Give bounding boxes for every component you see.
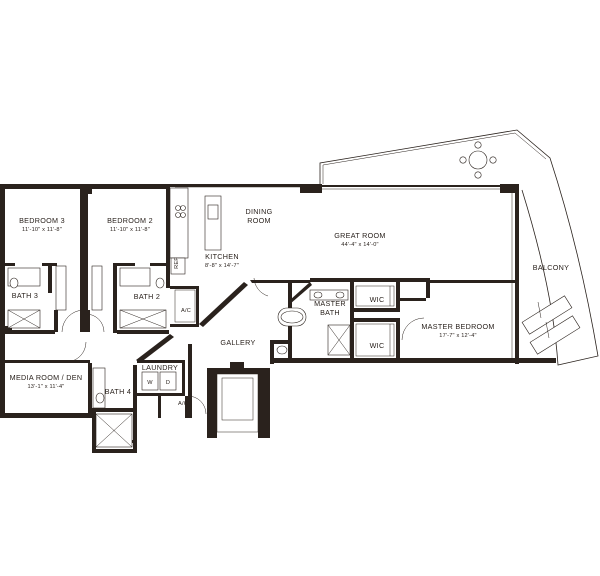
media-room-dims: 13'-1" x 11'-4" — [28, 384, 65, 390]
ac-lower-tag: A/C — [178, 401, 188, 407]
balcony-label: BALCONY — [533, 263, 569, 272]
kitchen-dims: 8'-8" x 14'-7" — [205, 263, 239, 269]
gallery-label: GALLERY — [220, 338, 255, 347]
laundry-label: LAUNDRY — [142, 363, 178, 372]
wic-lower-label: WIC — [370, 341, 385, 350]
media-room-label: MEDIA ROOM / DEN — [10, 373, 83, 382]
great-room-label: GREAT ROOM — [334, 231, 385, 240]
room-labels: BEDROOM 3 11'-10" x 11'-8" BEDROOM 2 11'… — [10, 207, 569, 407]
lounge-chairs — [521, 295, 581, 355]
master-bath-label-line1: MASTER — [314, 299, 346, 308]
bath3-label: BATH 3 — [12, 291, 38, 300]
bedroom3-dims: 11'-10" x 11'-8" — [22, 227, 62, 233]
bedroom2-dims: 11'-10" x 11'-8" — [110, 227, 150, 233]
balcony-area — [319, 129, 599, 366]
interior-walls — [5, 184, 516, 453]
master-bath-label-line2: BATH — [320, 308, 340, 317]
dining-label-line1: DINING — [246, 207, 273, 216]
master-bedroom-dims: 17'-7" x 12'-4" — [439, 333, 476, 339]
ac-kitchen-tag: A/C — [181, 308, 191, 314]
bedroom2-label: BEDROOM 2 — [107, 216, 153, 225]
bath2-label: BATH 2 — [134, 292, 160, 301]
dryer-tag: D — [166, 380, 170, 386]
great-room-dims: 44'-4" x 14'-0" — [341, 242, 378, 248]
bath4-label: BATH 4 — [105, 387, 131, 396]
kitchen-label: KITCHEN — [205, 252, 239, 261]
master-bedroom-label: MASTER BEDROOM — [421, 322, 494, 331]
patio-table — [459, 141, 497, 179]
fixtures — [1, 186, 513, 448]
bedroom3-label: BEDROOM 3 — [19, 216, 65, 225]
washer-tag: W — [147, 380, 153, 386]
dining-label-line2: ROOM — [247, 216, 271, 225]
ref-tag: REF — [174, 257, 180, 269]
wic-upper-label: WIC — [370, 295, 385, 304]
